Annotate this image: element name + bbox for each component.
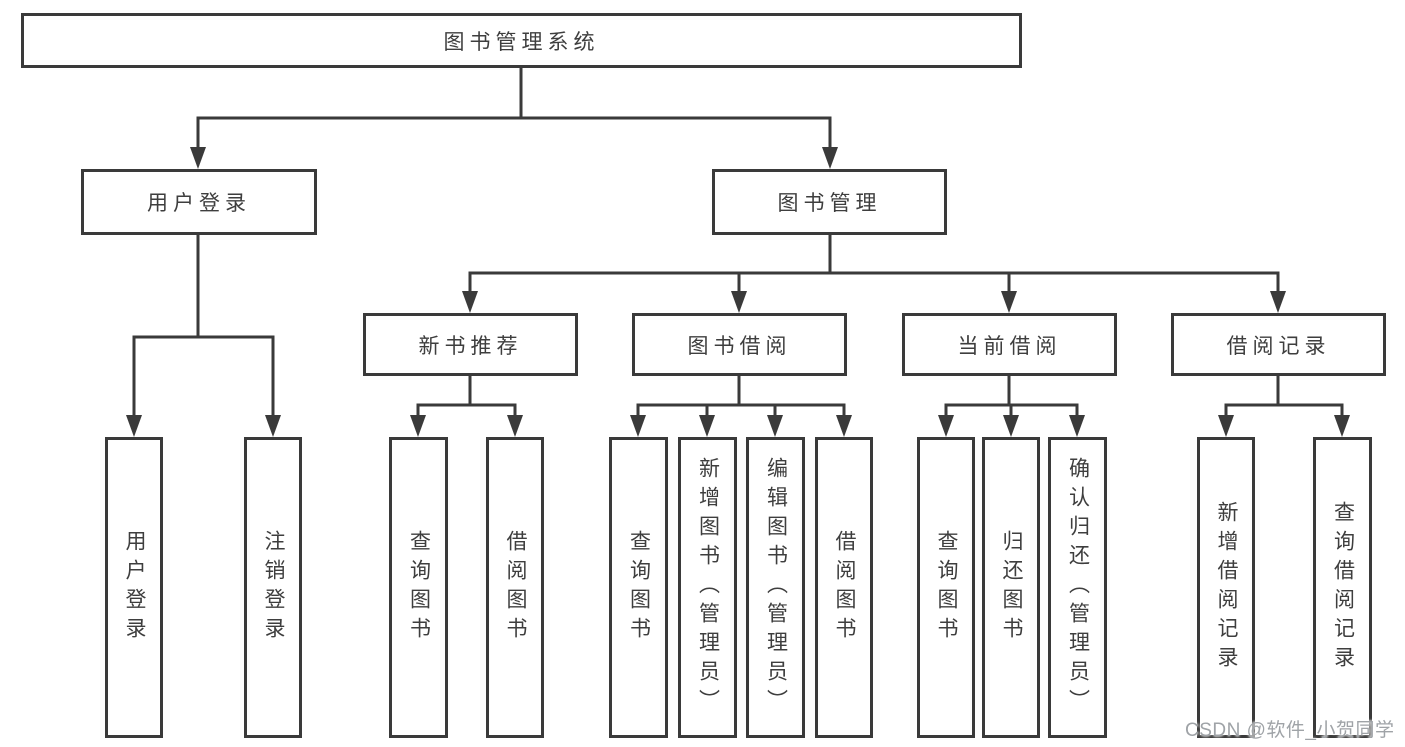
- connector-user-login-children: [126, 233, 281, 437]
- node-new-book-recommend: 新书推荐: [363, 313, 578, 376]
- arrowhead-down-icon: [1218, 415, 1234, 437]
- node-book-management: 图书管理: [712, 169, 947, 235]
- leaf-add-borrow-record: 新增借阅记录: [1197, 437, 1255, 738]
- arrowhead-down-icon: [1270, 291, 1286, 313]
- arrowhead-down-icon: [938, 415, 954, 437]
- connector-line: [944, 374, 1079, 418]
- node-root: 图书管理系统: [21, 13, 1022, 68]
- connector-line: [468, 233, 1280, 294]
- connector-borrow-records-children: [1218, 374, 1350, 437]
- leaf-add-book-admin: 新增图书（管理员）: [678, 437, 737, 738]
- connector-line: [132, 233, 275, 418]
- arrowhead-down-icon: [1001, 291, 1017, 313]
- leaf-return-book: 归还图书: [982, 437, 1040, 738]
- arrowhead-down-icon: [630, 415, 646, 437]
- arrowhead-down-icon: [1003, 415, 1019, 437]
- arrowhead-down-icon: [1069, 415, 1085, 437]
- node-borrow-records: 借阅记录: [1171, 313, 1386, 376]
- arrowhead-down-icon: [265, 415, 281, 437]
- node-current-borrowing: 当前借阅: [902, 313, 1117, 376]
- arrowhead-down-icon: [507, 415, 523, 437]
- leaf-edit-book-admin: 编辑图书（管理员）: [746, 437, 805, 738]
- arrowhead-down-icon: [836, 415, 852, 437]
- arrowhead-down-icon: [699, 415, 715, 437]
- leaf-logout: 注销登录: [244, 437, 302, 738]
- arrowhead-down-icon: [731, 291, 747, 313]
- leaf-query-books-current: 查询图书: [917, 437, 975, 738]
- leaf-confirm-return-admin: 确认归还（管理员）: [1048, 437, 1107, 738]
- leaf-borrow-books-recommend: 借阅图书: [486, 437, 544, 738]
- csdn-watermark: CSDN @软件_小贺同学: [1185, 720, 1395, 741]
- connector-line: [196, 66, 832, 151]
- connector-current-borrowing-children: [938, 374, 1085, 437]
- arrowhead-down-icon: [822, 147, 838, 169]
- arrowhead-down-icon: [410, 415, 426, 437]
- arrowhead-down-icon: [767, 415, 783, 437]
- connector-book-management-children: [462, 233, 1286, 313]
- leaf-user-login: 用户登录: [105, 437, 163, 738]
- connector-line: [636, 374, 846, 418]
- leaf-query-books-borrowing: 查询图书: [609, 437, 668, 738]
- leaf-query-borrow-record: 查询借阅记录: [1313, 437, 1372, 738]
- connector-line: [416, 374, 517, 418]
- leaf-query-books-recommend: 查询图书: [389, 437, 448, 738]
- connector-new-book-recommend-children: [410, 374, 523, 437]
- connector-book-borrowing-children: [630, 374, 852, 437]
- arrowhead-down-icon: [190, 147, 206, 169]
- arrowhead-down-icon: [462, 291, 478, 313]
- node-user-login: 用户登录: [81, 169, 317, 235]
- arrowhead-down-icon: [1334, 415, 1350, 437]
- leaf-borrow-books-borrowing: 借阅图书: [815, 437, 873, 738]
- connector-root-to-level2: [190, 66, 838, 169]
- arrowhead-down-icon: [126, 415, 142, 437]
- connector-line: [1224, 374, 1344, 418]
- node-book-borrowing: 图书借阅: [632, 313, 847, 376]
